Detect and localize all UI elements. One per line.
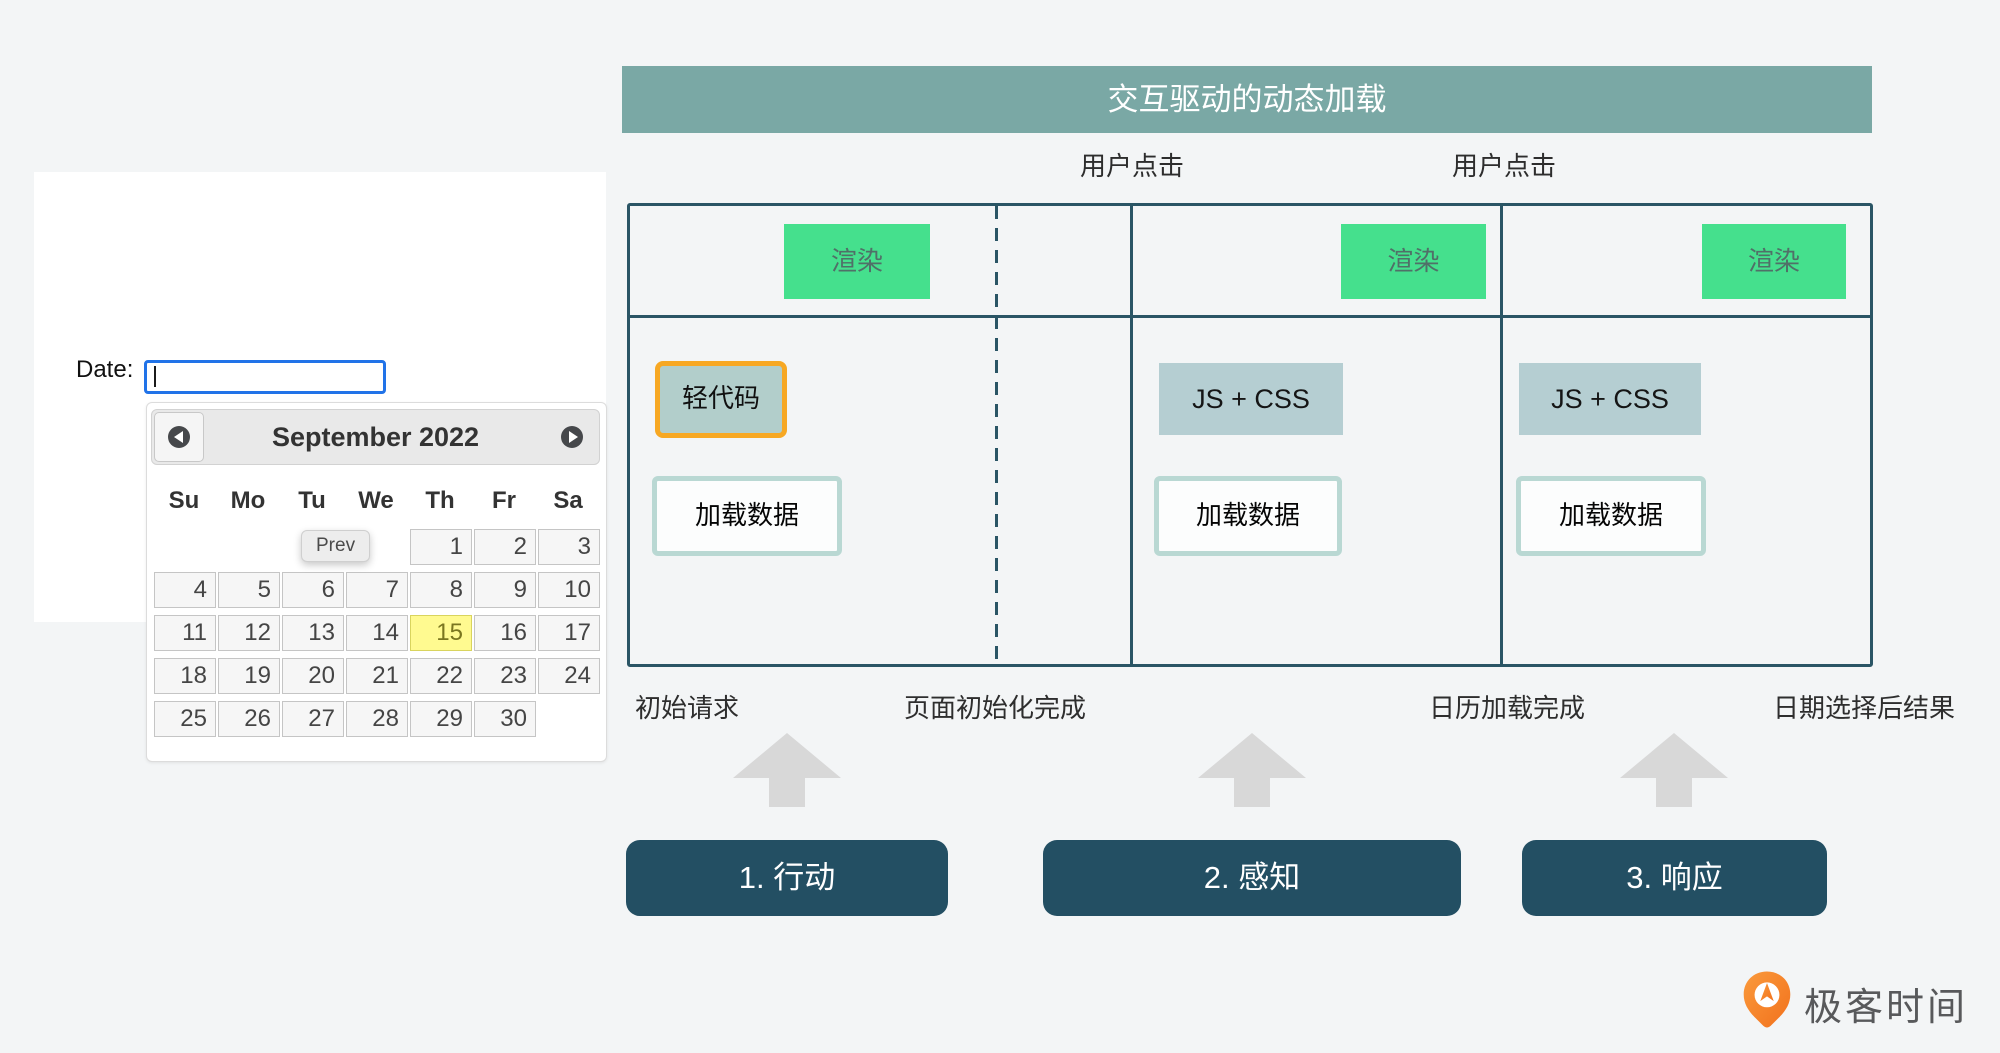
timeline-label-page-init-done: 页面初始化完成: [903, 693, 1087, 723]
calendar-day[interactable]: 9: [474, 572, 536, 608]
calendar-day[interactable]: 25: [154, 701, 216, 737]
step-perceive: 2. 感知: [1043, 840, 1461, 916]
load-data-box-3: 加载数据: [1516, 476, 1706, 556]
calendar-day[interactable]: 13: [282, 615, 344, 651]
render-box-1: 渲染: [784, 224, 930, 299]
calendar-day[interactable]: 11: [154, 615, 216, 651]
user-click-label-1: 用户点击: [1079, 151, 1185, 181]
calendar-day[interactable]: 17: [538, 615, 600, 651]
date-field-label: Date:: [76, 356, 134, 383]
timeline-divider-1: [1130, 203, 1133, 667]
calendar-header: September 2022: [151, 409, 600, 465]
calendar-day[interactable]: 20: [282, 658, 344, 694]
step-respond: 3. 响应: [1522, 840, 1827, 916]
calendar-day-header: Tu: [298, 487, 326, 514]
calendar-day[interactable]: 26: [218, 701, 280, 737]
geektime-pin-icon: [1743, 971, 1791, 1028]
calendar-day[interactable]: 18: [154, 658, 216, 694]
prev-month-button[interactable]: [154, 412, 204, 462]
calendar-day[interactable]: 8: [410, 572, 472, 608]
user-click-label-2: 用户点击: [1451, 151, 1557, 181]
calendar-day-header: Th: [425, 487, 455, 514]
calendar-day[interactable]: 2: [474, 529, 536, 565]
calendar-day[interactable]: 30: [474, 701, 536, 737]
calendar-day[interactable]: 14: [346, 615, 408, 651]
timeline-label-date-selected-result: 日期选择后结果: [1772, 693, 1955, 723]
calendar-day[interactable]: 19: [218, 658, 280, 694]
js-css-box-2: JS + CSS: [1519, 363, 1701, 435]
calendar-day[interactable]: 12: [218, 615, 280, 651]
up-arrow-icon: [1198, 733, 1306, 807]
calendar-day[interactable]: 27: [282, 701, 344, 737]
calendar-day-header: We: [358, 487, 394, 514]
calendar-day[interactable]: 21: [346, 658, 408, 694]
calendar-day-header: Mo: [230, 487, 266, 514]
render-box-3: 渲染: [1702, 224, 1846, 299]
calendar-day[interactable]: 1: [410, 529, 472, 565]
calendar-day[interactable]: 23: [474, 658, 536, 694]
calendar-day[interactable]: 3: [538, 529, 600, 565]
timeline-label-calendar-loaded: 日历加载完成: [1428, 693, 1586, 723]
calendar-day[interactable]: 22: [410, 658, 472, 694]
timeline-label-initial-request: 初始请求: [635, 693, 740, 723]
calendar-day[interactable]: 10: [538, 572, 600, 608]
up-arrow-icon: [1620, 733, 1728, 807]
calendar-day-header: Sa: [553, 487, 583, 514]
calendar-day[interactable]: 5: [218, 572, 280, 608]
calendar-day-selected[interactable]: 15: [410, 615, 472, 651]
load-data-box-1: 加载数据: [652, 476, 842, 556]
calendar-month-title: September 2022: [271, 422, 480, 452]
timeline-divider-2: [1500, 203, 1503, 667]
right-arrow-icon: [569, 431, 578, 443]
calendar-day[interactable]: 6: [282, 572, 344, 608]
diagram-title-bar: 交互驱动的动态加载: [622, 66, 1872, 133]
geektime-logo-text: 极客时间: [1804, 987, 1969, 1029]
text-cursor-icon: [154, 366, 156, 387]
timeline-dashed-divider: [995, 206, 998, 664]
calendar-day-header: Fr: [492, 487, 516, 514]
timeline-box: [627, 203, 1873, 667]
prev-tooltip: Prev: [301, 530, 371, 562]
calendar-day[interactable]: 24: [538, 658, 600, 694]
calendar-day[interactable]: 29: [410, 701, 472, 737]
light-code-box: 轻代码: [655, 361, 787, 438]
render-box-2: 渲染: [1341, 224, 1486, 299]
calendar-day[interactable]: 7: [346, 572, 408, 608]
up-arrow-icon: [733, 733, 841, 807]
calendar-day[interactable]: 16: [474, 615, 536, 651]
load-data-box-2: 加载数据: [1154, 476, 1342, 556]
calendar-day[interactable]: 4: [154, 572, 216, 608]
calendar-day[interactable]: 28: [346, 701, 408, 737]
date-input[interactable]: [144, 360, 386, 394]
next-month-button[interactable]: [561, 426, 583, 448]
left-arrow-icon: [168, 426, 190, 448]
step-action: 1. 行动: [626, 840, 948, 916]
timeline-horizontal-divider: [627, 315, 1873, 318]
calendar-day-header: Su: [168, 487, 200, 514]
js-css-box-1: JS + CSS: [1159, 363, 1343, 435]
